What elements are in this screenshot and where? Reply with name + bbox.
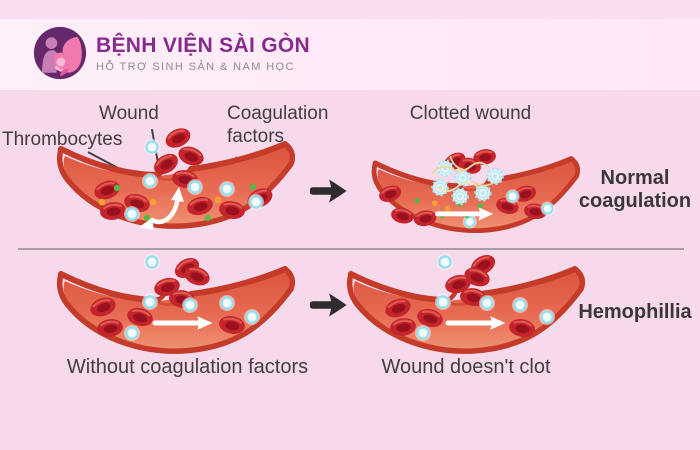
logo-title: BỆNH VIỆN SÀI GÒN <box>96 33 310 57</box>
label-coagulation-factors: Coagulation factors <box>227 103 329 147</box>
logo-subtitle: HỖ TRỢ SINH SẢN & NAM HỌC <box>96 60 295 73</box>
white-curved-split-arrow <box>139 187 184 230</box>
vessel-wound-with-factors <box>55 123 295 230</box>
mother-child-icon <box>33 26 87 80</box>
row-divider <box>18 248 684 250</box>
label-clotted-wound: Clotted wound <box>409 103 532 124</box>
clot <box>431 146 504 206</box>
label-wound: Wound <box>99 103 159 124</box>
label-hemophilia: Hemophillia <box>578 301 692 323</box>
logo-text: BỆNH VIỆN SÀI GÒN HỖ TRỢ SINH SẢN & NAM … <box>96 34 310 73</box>
label-normal-coagulation: Normal coagulation <box>578 167 692 212</box>
right-arrow <box>310 176 350 206</box>
hospital-logo: BỆNH VIỆN SÀI GÒN HỖ TRỢ SINH SẢN & NAM … <box>33 26 310 80</box>
vessel-clotted-wound <box>370 146 580 241</box>
label-thrombocytes: Thrombocytes <box>2 129 123 150</box>
vessel-unclotted-wound <box>345 249 585 363</box>
vessel-wound-no-factors <box>55 252 295 363</box>
caption-wound-doesnt-clot: Wound doesn't clot <box>381 356 551 378</box>
right-arrow <box>310 290 350 320</box>
caption-without-factors: Without coagulation factors <box>66 356 309 378</box>
header-band: BỆNH VIỆN SÀI GÒN HỖ TRỢ SINH SẢN & NAM … <box>0 0 700 90</box>
header-top-strip <box>0 0 700 19</box>
